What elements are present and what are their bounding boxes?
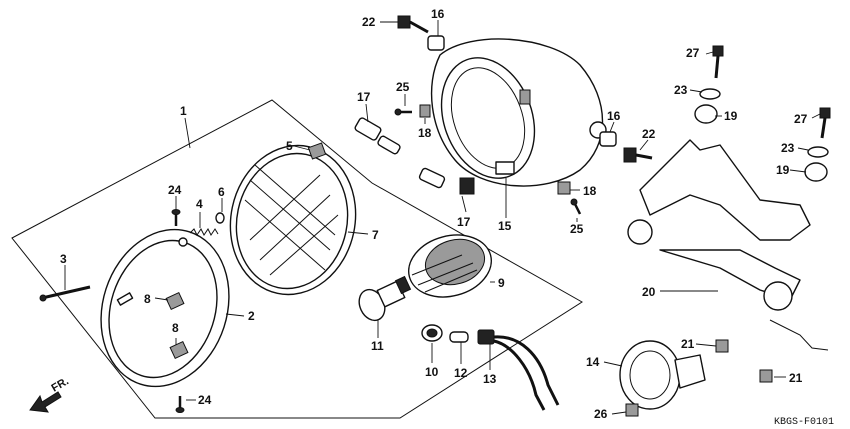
callout-19b: 19	[776, 163, 790, 177]
callout-24a: 24	[168, 183, 182, 197]
nut-18-top	[419, 104, 431, 118]
callout-21a: 21	[681, 337, 695, 351]
callout-11: 11	[371, 339, 384, 353]
callout-8b: 8	[172, 321, 179, 335]
collar-16-top	[427, 35, 445, 51]
grommet-10	[421, 324, 443, 342]
position-bulb-12	[449, 331, 469, 343]
callout-13: 13	[483, 372, 497, 386]
callout-16b: 16	[607, 109, 621, 123]
callout-15: 15	[498, 219, 512, 233]
headlight-lens-unit	[229, 144, 357, 296]
bolt-21-top	[715, 339, 729, 353]
screw-24-bottom	[175, 396, 185, 413]
headlight-rim	[100, 228, 230, 388]
callout-12: 12	[454, 366, 468, 380]
callout-14: 14	[586, 355, 600, 369]
callout-17b: 17	[457, 215, 471, 229]
callout-25b: 25	[570, 222, 584, 236]
screw-3	[39, 285, 91, 302]
rubber-19-top	[694, 104, 718, 124]
collar-16-right	[599, 131, 617, 147]
rubber-19-right	[804, 162, 828, 182]
headlight-bulb	[358, 275, 412, 322]
callout-25a: 25	[396, 80, 410, 94]
collar-23-top	[699, 88, 721, 100]
callout-16a: 16	[431, 7, 445, 21]
reflector-17-top	[354, 117, 401, 155]
drawing-code: KBGS-F0101	[774, 417, 834, 428]
socket-harness-13	[477, 329, 560, 411]
headlight-assembly-outline	[11, 99, 583, 419]
direction-label: FR.	[50, 375, 71, 394]
bolt-22-right	[623, 147, 653, 163]
callout-22a: 22	[362, 15, 376, 29]
callout-23a: 23	[674, 83, 688, 97]
nut-5	[307, 142, 327, 160]
callout-8a: 8	[144, 292, 151, 306]
callout-18b: 18	[583, 184, 597, 198]
bolt-26	[625, 403, 639, 417]
callout-6: 6	[218, 185, 225, 199]
bolt-22-top	[397, 15, 429, 34]
callouts: 1 2 3 4 5 6 7 8 8 9 10 11 12 13 14 15 16…	[60, 7, 808, 421]
bolt-21-bottom	[759, 369, 773, 383]
callout-4: 4	[196, 197, 203, 211]
callout-27a: 27	[686, 46, 700, 60]
callout-26: 26	[594, 407, 608, 421]
spring-4	[189, 228, 219, 236]
screw-25-right	[570, 198, 582, 215]
collar-23-right	[807, 146, 829, 158]
callout-7: 7	[372, 228, 379, 242]
callout-22b: 22	[642, 127, 656, 141]
screw-24-top	[171, 209, 181, 226]
callout-1: 1	[180, 104, 187, 118]
callout-18a: 18	[418, 126, 432, 140]
callout-5: 5	[286, 139, 293, 153]
headlight-case	[430, 38, 607, 187]
screw-25-top	[394, 108, 412, 116]
leader-lines	[64, 20, 821, 415]
callout-20: 20	[642, 285, 656, 299]
arrow-down-left-icon	[29, 391, 62, 413]
callout-19a: 19	[724, 109, 738, 123]
nut-18-right	[557, 181, 571, 195]
callout-3: 3	[60, 252, 67, 266]
callout-9: 9	[498, 276, 505, 290]
washer-6	[215, 212, 225, 224]
callout-17a: 17	[357, 90, 371, 104]
callout-21b: 21	[789, 371, 803, 385]
bolt-27-right	[819, 107, 831, 139]
callout-23b: 23	[781, 141, 795, 155]
callout-2: 2	[248, 309, 255, 323]
horn	[619, 340, 706, 410]
headlight-stay	[627, 139, 829, 351]
socket-cover	[407, 234, 493, 298]
bolt-27-top	[712, 45, 724, 79]
callout-27b: 27	[794, 112, 808, 126]
reflector-17-bottom	[418, 167, 475, 195]
callout-10: 10	[425, 365, 439, 379]
callout-24b: 24	[198, 393, 212, 407]
